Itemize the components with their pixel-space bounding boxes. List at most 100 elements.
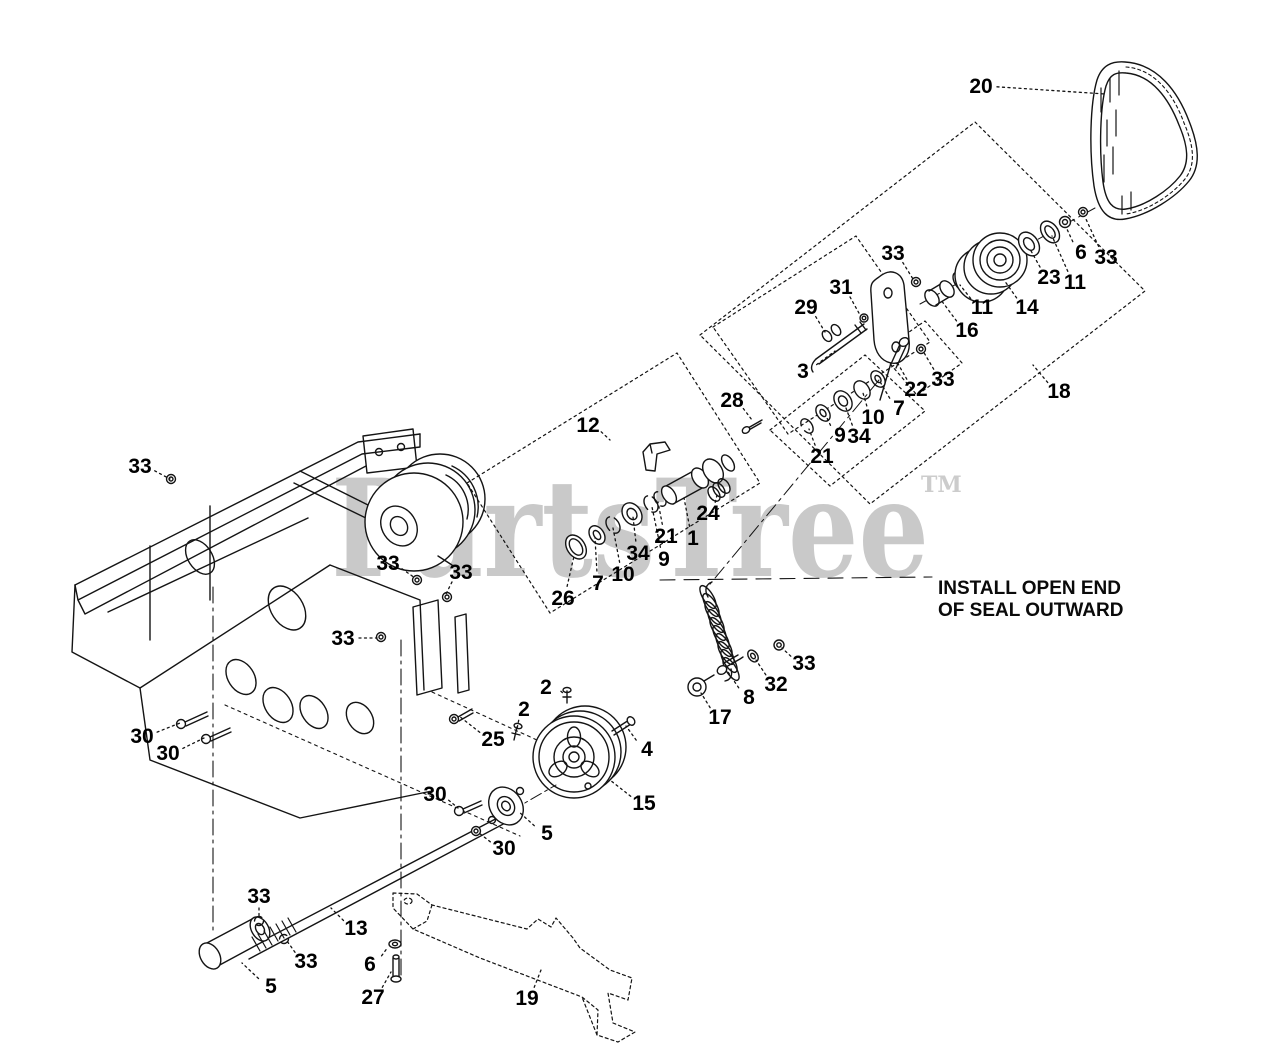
leader-line-21 <box>657 501 663 525</box>
clutch-assembly-drawing <box>870 206 1096 401</box>
part-label-22-16: 22 <box>904 378 927 401</box>
part-label-33-17: 33 <box>931 368 954 391</box>
part-label-9-20: 9 <box>834 424 846 447</box>
leader-line-24 <box>714 494 718 503</box>
leader-line-1 <box>683 497 691 527</box>
part-label-33-14: 33 <box>1094 246 1117 269</box>
part-label-12-1: 12 <box>576 414 599 437</box>
part-label-30-34: 30 <box>130 725 153 748</box>
part-label-26-30: 26 <box>551 587 574 610</box>
part-label-33-50: 33 <box>294 950 317 973</box>
leader-line-15 <box>609 779 632 797</box>
part-label-9-26: 9 <box>658 548 670 571</box>
leader-line-33 <box>445 581 453 595</box>
leader-line-2 <box>516 719 520 730</box>
leader-line-30 <box>182 737 205 750</box>
leader-line-22 <box>896 361 908 380</box>
part-label-11-12: 11 <box>1064 271 1087 294</box>
leader-line-8 <box>727 671 740 689</box>
leader-line-14 <box>1003 279 1018 299</box>
part-label-10-28: 10 <box>611 563 634 586</box>
leader-line-10 <box>862 392 868 407</box>
part-label-28-7: 28 <box>720 389 744 412</box>
leader-line-10 <box>612 527 621 563</box>
leader-line-2 <box>560 690 565 695</box>
part-label-33-48: 33 <box>247 885 270 908</box>
part-label-33-31: 33 <box>376 552 399 575</box>
belt-drawing <box>1090 61 1198 221</box>
leader-line-9 <box>651 506 662 548</box>
engine-clutch-drawing <box>364 453 486 572</box>
part-label-30-47: 30 <box>492 837 515 860</box>
dashed-group-boxes <box>466 121 1146 614</box>
leader-line-26 <box>566 555 575 588</box>
part-label-2-37: 2 <box>540 676 552 699</box>
leader-line-5 <box>241 962 260 980</box>
part-label-3-6: 3 <box>797 360 809 383</box>
leader-line-12 <box>600 431 611 441</box>
leader-line-9 <box>825 415 832 426</box>
part-label-5-51: 5 <box>265 975 277 998</box>
part-label-4-39: 4 <box>641 738 653 761</box>
part-label-19-54: 19 <box>515 987 538 1010</box>
leader-line-11 <box>1051 235 1069 272</box>
leader-line-6 <box>380 946 389 957</box>
part-label-13-49: 13 <box>344 917 367 940</box>
leader-line-33 <box>922 350 935 370</box>
leader-line-33 <box>902 261 914 280</box>
part-label-33-3: 33 <box>881 242 904 265</box>
leader-line-28 <box>742 407 753 421</box>
part-label-31-4: 31 <box>829 276 853 299</box>
part-label-24-23: 24 <box>696 502 720 525</box>
part-label-7-18: 7 <box>893 397 905 420</box>
leader-line-23 <box>1029 248 1041 268</box>
leader-lines <box>154 86 1106 988</box>
part-label-14-10: 14 <box>1015 296 1039 319</box>
bearing-stack-lower-drawing <box>564 441 736 560</box>
part-label-8-42: 8 <box>743 686 755 709</box>
frame-nuts <box>165 473 453 643</box>
leader-line-30 <box>156 722 181 733</box>
part-label-18-15: 18 <box>1047 380 1071 403</box>
part-label-30-45: 30 <box>423 783 446 806</box>
spring-drawing <box>687 379 880 697</box>
part-label-20-2: 20 <box>969 75 992 98</box>
part-label-33-44: 33 <box>792 652 815 675</box>
part-label-7-29: 7 <box>592 572 604 595</box>
part-label-29-5: 29 <box>794 296 817 319</box>
leader-line-7 <box>878 379 891 399</box>
leader-line-34 <box>632 516 637 542</box>
part-label-27-53: 27 <box>361 986 384 1009</box>
leader-line-5 <box>517 810 535 827</box>
part-label-2-38: 2 <box>518 698 530 721</box>
part-label-30-35: 30 <box>156 742 179 765</box>
part-label-10-19: 10 <box>861 406 884 429</box>
part-label-1-24: 1 <box>687 527 699 550</box>
part-label-15-40: 15 <box>632 792 656 815</box>
seal-note-line <box>659 576 933 581</box>
part-label-6-52: 6 <box>364 953 376 976</box>
idler-pulley-drawing <box>511 686 636 799</box>
bracket-drawing <box>392 892 636 1043</box>
leader-line-19 <box>533 969 542 988</box>
leader-line-27 <box>381 971 392 988</box>
leader-line-20 <box>996 86 1106 95</box>
leader-line-31 <box>849 296 861 316</box>
bearing-stack-upper-drawing <box>800 336 927 434</box>
part-label-33-0: 33 <box>128 455 151 478</box>
leader-line-18 <box>1032 364 1049 384</box>
group-box-18 <box>699 121 1146 505</box>
linkage-rod-drawing <box>741 276 922 435</box>
part-label-23-11: 23 <box>1037 266 1060 289</box>
part-label-21-22: 21 <box>810 445 834 468</box>
group-box-12 <box>466 352 761 614</box>
leader-line-16 <box>940 299 958 322</box>
note-line-1: INSTALL OPEN END <box>938 578 1121 599</box>
leader-line-4 <box>625 725 637 741</box>
leader-line-25 <box>458 715 481 733</box>
part-label-5-46: 5 <box>541 822 553 845</box>
leader-line-33 <box>286 940 296 953</box>
frame-drawing <box>71 428 586 978</box>
